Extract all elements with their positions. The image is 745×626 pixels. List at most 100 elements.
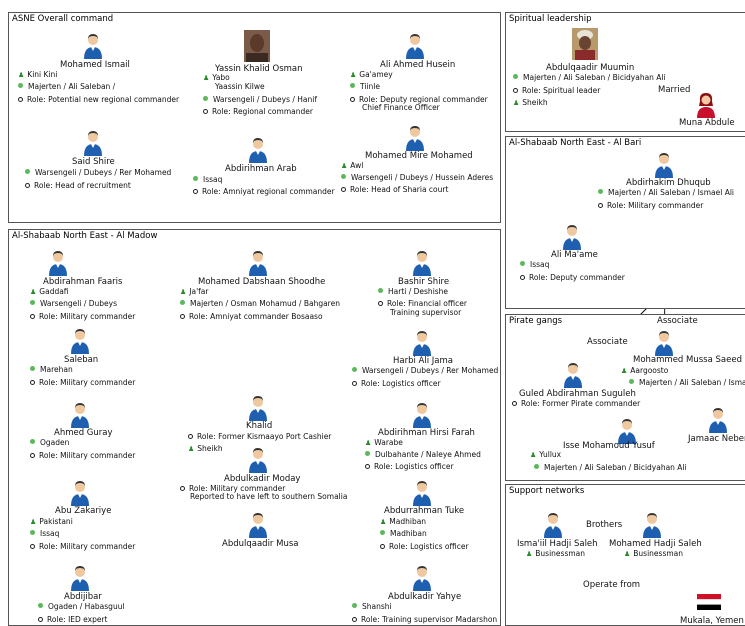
attribute-text: Role: Deputy commander (529, 273, 625, 282)
person-name: Isma'iil Hadji Saleh (517, 539, 598, 549)
attribute-text: Dulbahante / Naleye Ahmed (375, 450, 481, 459)
attribute-text: Role: Former Kismaayo Port Cashier (197, 432, 332, 441)
person-name: Guled Abdirahman Suguleh (519, 389, 636, 399)
alias-icon: ♟​ (18, 71, 25, 79)
clan-icon (18, 83, 23, 88)
attribute-text: Majerten / Ali Saleban / Bicidyahan Ali (544, 463, 687, 472)
person-icon[interactable] (696, 92, 716, 120)
person-icon[interactable] (83, 33, 103, 61)
person-icon[interactable] (70, 402, 90, 430)
panel-title: ASNE Overall command (12, 14, 114, 24)
role-attribute: Role: Amniyat commander Bosaaso (180, 312, 323, 322)
person-icon[interactable] (562, 224, 582, 252)
role-icon (598, 203, 603, 208)
person-icon[interactable] (248, 137, 268, 165)
attribute-text: Harti / Deshishe (388, 287, 449, 296)
role-icon (180, 486, 185, 491)
person-name: Harbi Ali Jama (393, 356, 453, 366)
person-icon[interactable] (543, 512, 563, 540)
person-icon[interactable] (70, 328, 90, 356)
alias-icon: ♟​ (30, 518, 37, 526)
person-name: Ahmed Guray (54, 428, 113, 438)
attribute-text: Warsengeli / Dubeys (40, 299, 117, 308)
person-icon[interactable] (642, 512, 662, 540)
person-icon[interactable] (248, 395, 268, 423)
person-photo-icon[interactable] (244, 30, 270, 64)
person-name: Saleban (64, 355, 99, 365)
person-icon[interactable] (48, 250, 68, 278)
attribute-text: Role: Military commander (607, 201, 704, 210)
clan-icon (25, 169, 30, 174)
clan-attribute: Shanshi (352, 602, 392, 612)
person-name: Muna Abdule (679, 118, 735, 128)
attribute-line: Chief Finance Officer (362, 103, 440, 113)
clan-icon (38, 603, 43, 608)
person-name: Said Shire (72, 157, 115, 167)
person-icon[interactable] (83, 130, 103, 158)
role-attribute: Role: Military commander (30, 378, 135, 388)
attribute-text: Marehan (40, 365, 73, 374)
person-icon[interactable] (412, 402, 432, 430)
person-name: Abu Zakariye (55, 506, 112, 516)
person-icon[interactable] (563, 362, 583, 390)
person-icon[interactable] (248, 250, 268, 278)
attribute-text: Role: Logistics officer (374, 462, 454, 471)
attribute-text: Role: Military commander (39, 312, 136, 321)
role-attribute: Role: Financial officer (378, 299, 467, 309)
clan-icon (30, 300, 35, 305)
person-name: Mohamed Mire Mohamed (365, 151, 473, 161)
panel-title: Al-Shabaab North East - Al Madow (12, 231, 158, 241)
person-name: Mohamed Dabshaan Shoodhe (198, 277, 326, 287)
person-name: Abdurrahman Tuke (384, 506, 465, 516)
attribute-text: Ga'amey (359, 70, 393, 79)
attribute-text: Majerten / Osman Mohamud / Bahgaren (190, 299, 340, 308)
attribute-text: Ogaden (40, 438, 70, 447)
attribute-text: Role: Military commander (39, 542, 136, 551)
link-brothers: Brothers (585, 520, 624, 530)
link-operate-from: Operate from (582, 580, 642, 590)
clan-attribute: Majerten / Ali Saleban / Bicidyahan Ali (534, 463, 687, 473)
person-icon[interactable] (617, 418, 637, 446)
person-icon[interactable] (708, 407, 728, 435)
alias-icon: ♟​ (530, 451, 537, 459)
clan-icon (341, 174, 346, 179)
person-icon[interactable] (412, 480, 432, 508)
person-icon[interactable] (248, 512, 268, 540)
person-name: Mohamed Ismail (60, 60, 130, 70)
person-icon[interactable] (654, 330, 674, 358)
attribute-text: Role: Spiritual leader (522, 86, 601, 95)
person-icon[interactable] (412, 250, 432, 278)
person-name: Abdirihman Arab (225, 164, 297, 174)
alias-attribute: ♟​Pakistani (30, 517, 73, 527)
alias-icon: ♟​ (180, 288, 187, 296)
alias-attribute: ♟​Aargoosto (621, 366, 668, 376)
role-attribute: Role: Military commander (598, 201, 703, 211)
clan-attribute: Majerten / Ali Saleban / Ismael Ali (629, 378, 745, 388)
attribute-text: Awl (350, 161, 364, 170)
clan-attribute: Issaq (193, 175, 222, 185)
person-icon[interactable] (70, 480, 90, 508)
link-associate-1: Associate (586, 337, 629, 347)
alias-attribute: ♟​Madhiban (380, 517, 426, 527)
attribute-text: Role: Military commander (189, 484, 286, 493)
attribute-text: Yullux (539, 450, 562, 459)
person-icon[interactable] (405, 125, 425, 153)
person-icon[interactable] (70, 565, 90, 593)
person-photo-icon[interactable] (572, 28, 598, 62)
person-name: Yassin Khalid Osman (215, 64, 303, 74)
attribute-text: Ogaden / Habasguul (48, 602, 125, 611)
role-attribute: Role: Military commander (30, 542, 135, 552)
person-icon[interactable] (248, 447, 268, 475)
role-attribute: Role: IED expert (38, 615, 108, 625)
person-name: Abdulkadir Yahye (388, 592, 462, 602)
person-icon[interactable] (405, 33, 425, 61)
role-icon (520, 275, 525, 280)
person-icon[interactable] (654, 152, 674, 180)
person-icon[interactable] (412, 330, 432, 358)
yemen-flag-icon[interactable] (697, 594, 721, 612)
role-icon (30, 453, 35, 458)
person-icon[interactable] (412, 565, 432, 593)
clan-icon (365, 451, 370, 456)
person-name: Abdulkadir Moday (224, 474, 301, 484)
attribute-text: Role: Former Pirate commander (521, 399, 641, 408)
